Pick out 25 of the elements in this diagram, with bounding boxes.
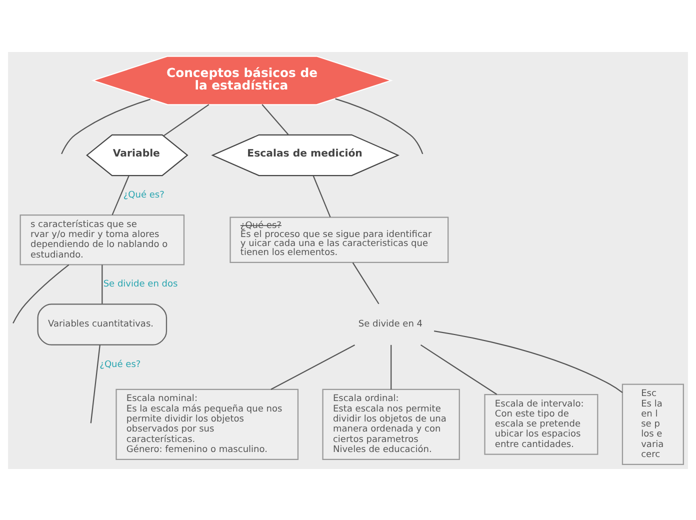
connector	[390, 344, 392, 389]
node-text: Se divide en 4	[358, 319, 423, 330]
connector	[270, 344, 356, 390]
edge-label: Se divide en dos	[103, 279, 178, 290]
connector	[61, 98, 151, 154]
node-box: Escala nominal: Es la escala más pequeña que nos permite dividir los objetos observados por sus características. Género: femenino o masculino.	[116, 388, 299, 460]
connector	[434, 330, 623, 392]
connector	[312, 175, 331, 217]
connector	[420, 344, 498, 394]
node-box: Esc Es la en l se p los e varia cerc	[622, 383, 684, 465]
connector	[12, 264, 70, 324]
node-box: Escala de intervalo: Con este tipo de escala se pretende ubicar los espacios entre cantidades.	[484, 393, 598, 454]
connector	[262, 104, 289, 134]
connector	[163, 104, 210, 136]
connector	[352, 262, 380, 304]
connector	[335, 98, 424, 154]
connector	[112, 175, 130, 215]
connector	[102, 264, 103, 304]
connector	[90, 344, 100, 423]
node-box: s características que se rvar y/o medir y toma alores dependiendo de lo nablando o estudiando.	[20, 214, 185, 265]
edge-label: ¿Qué es?	[123, 190, 164, 200]
node-box: ¿Qué es? Es el proceso que se sigue para identificar y uicar cada una e las caracteristicas que tienen los elementos.	[230, 216, 449, 263]
node-box: Variables cuantitativas.	[37, 303, 168, 345]
edge-label: ¿Qué es?	[100, 359, 141, 370]
node-box: Escala ordinal: Esta escala nos permite dividir los objetos de una manera ordenada y con ciertos parametros Niveles de educación.	[322, 388, 460, 460]
